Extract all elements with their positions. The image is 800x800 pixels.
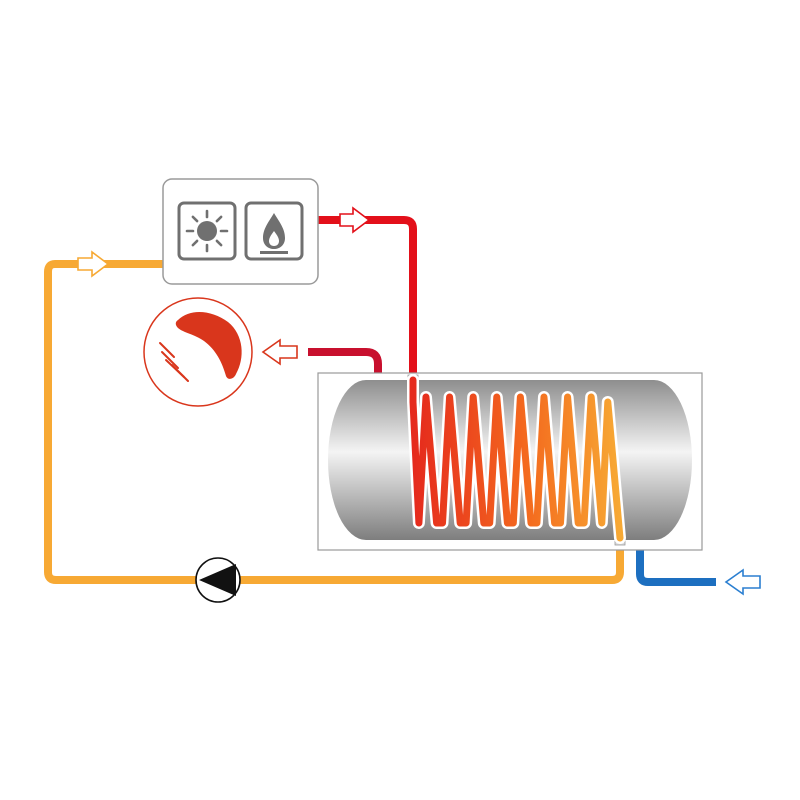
gas-flame-icon xyxy=(244,201,304,261)
supply-flow-arrow-icon xyxy=(339,206,371,234)
heat-exchanger-coil xyxy=(407,374,626,544)
hot-water-outflow-arrow-icon xyxy=(261,338,298,366)
sun-icon xyxy=(177,201,237,261)
cold-water-inflow-arrow-icon xyxy=(724,568,761,596)
sun-ray xyxy=(191,215,199,223)
shower-head-icon xyxy=(143,297,253,407)
cold-inlet-pipe xyxy=(636,540,716,586)
hot-water-out-pipe xyxy=(308,348,382,384)
sun-ray xyxy=(215,215,223,223)
circulation-pump-icon xyxy=(195,557,241,603)
sun-ray xyxy=(191,239,199,247)
return-flow-arrow-icon xyxy=(77,250,110,278)
return-loop-pipe xyxy=(44,260,624,584)
hot-supply-pipe xyxy=(318,216,417,376)
sun-ray xyxy=(215,239,223,247)
